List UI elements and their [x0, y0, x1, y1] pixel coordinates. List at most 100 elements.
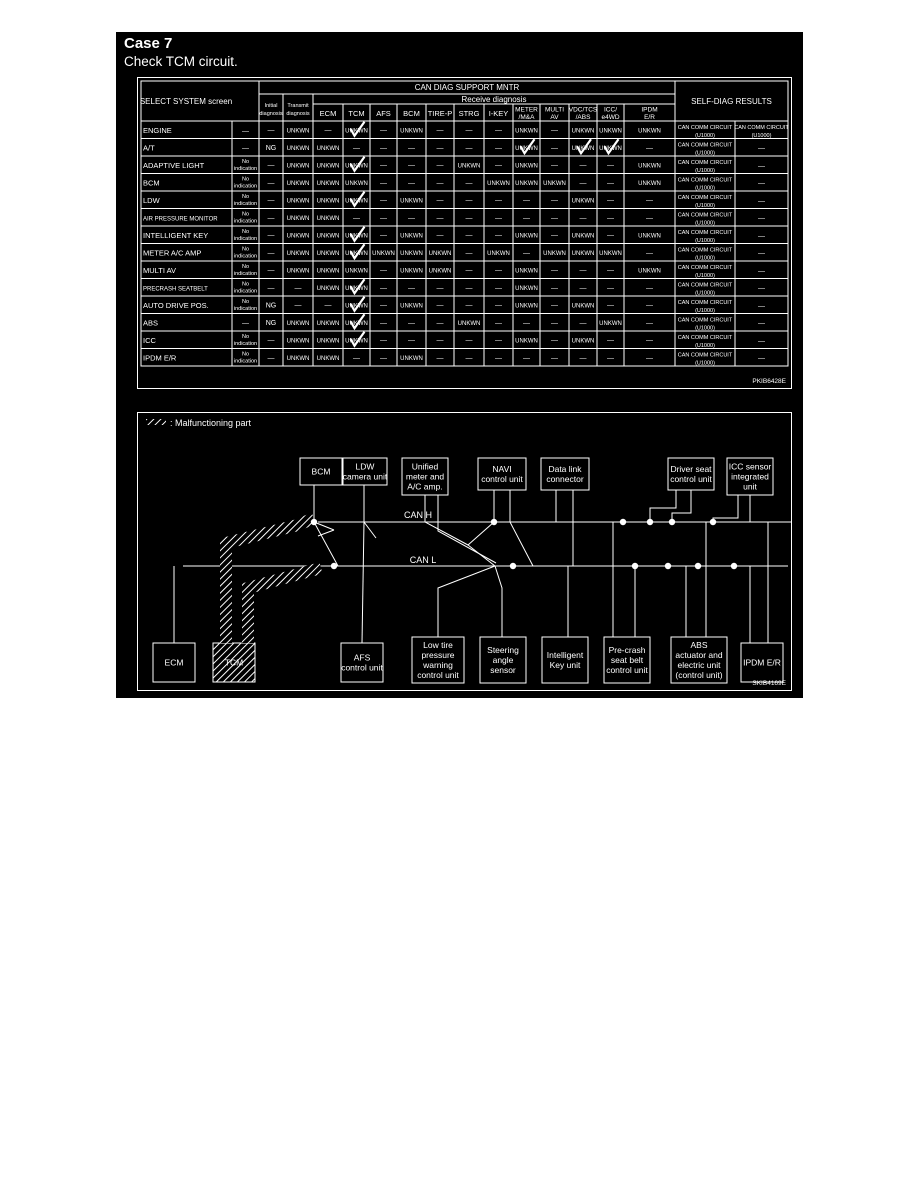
table-cell: UNKWN	[317, 268, 340, 274]
table-cell: —	[466, 285, 473, 292]
row-status: indication	[234, 219, 257, 225]
table-cell: —	[437, 197, 444, 204]
table-cell: UNKWN	[345, 268, 368, 274]
bottom-unit-label: ECM	[165, 657, 184, 667]
table-cell: UNKWN	[515, 268, 538, 274]
self-diag-result: CAN COMM CIRCUIT	[678, 177, 733, 183]
table-cell: UNKWN	[287, 356, 310, 362]
table-cell: —	[466, 337, 473, 344]
bottom-unit-label: Key unit	[550, 660, 581, 670]
table-cell: —	[551, 302, 558, 309]
self-diag-result: CAN COMM CIRCUIT	[678, 212, 733, 218]
junction-dot	[664, 562, 672, 570]
column-header: I-KEY	[489, 109, 509, 118]
table-cell: —	[408, 320, 415, 327]
self-diag-result: —	[758, 338, 765, 345]
table-cell: —	[495, 285, 502, 292]
row-status: indication	[234, 359, 257, 365]
table-cell: —	[466, 355, 473, 362]
table-cell: —	[380, 145, 387, 152]
table-cell: UNKWN	[400, 268, 423, 274]
table-cell: —	[268, 232, 275, 239]
table-cell: —	[646, 355, 653, 362]
table-cell: —	[437, 162, 444, 169]
check-mark	[519, 138, 536, 156]
check-mark	[349, 243, 366, 261]
column-header: diagnosis	[259, 111, 282, 117]
column-header: E/R	[644, 114, 655, 121]
table-cell: —	[466, 145, 473, 152]
table-cell: UNKWN	[317, 233, 340, 239]
junction-dot	[668, 518, 676, 526]
table-cell: UNKWN	[543, 251, 566, 257]
hatch-swatch	[146, 419, 166, 425]
table-cell: UNKWN	[287, 268, 310, 274]
self-diag-result: CAN COMM CIRCUIT	[678, 160, 733, 166]
wire	[424, 495, 469, 546]
self-diag-result: CAN COMM CIRCUIT	[678, 265, 733, 271]
self-diag-result: —	[758, 250, 765, 257]
table-cell: —	[408, 180, 415, 187]
column-header: BCM	[403, 109, 420, 118]
check-mark	[349, 313, 366, 331]
self-diag-result: —	[758, 268, 765, 275]
table-cell: UNKWN	[287, 338, 310, 344]
table-cell: —	[551, 145, 558, 152]
junction-dot	[310, 518, 318, 526]
table-cell: —	[580, 355, 587, 362]
table-cell: —	[437, 302, 444, 309]
self-diag-code: (U1000)	[695, 290, 715, 296]
table-cell: —	[495, 302, 502, 309]
check-mark	[349, 296, 366, 313]
column-header: Initial	[265, 103, 278, 109]
top-unit-label: control unit	[670, 474, 712, 484]
self-diag-result: —	[758, 198, 765, 205]
table-cell: UNKWN	[638, 163, 661, 169]
table-cell: —	[646, 302, 653, 309]
top-unit-label: unit	[743, 481, 757, 491]
table-cell: —	[495, 162, 502, 169]
row-status: indication	[234, 306, 257, 312]
table-cell: UNKWN	[599, 128, 622, 134]
table-cell: UNKWN	[638, 181, 661, 187]
wire	[437, 495, 497, 564]
wire	[467, 490, 496, 567]
table-cell: UNKWN	[572, 198, 595, 204]
self-diag-code: (U1000)	[695, 238, 715, 244]
top-unit-label: BCM	[312, 466, 331, 476]
row-status: —	[242, 128, 249, 135]
table-cell: NG	[266, 302, 277, 309]
table-cell: UNKWN	[287, 163, 310, 169]
table-cell: —	[466, 215, 473, 222]
table-cell: —	[551, 127, 558, 134]
table-cell: —	[551, 337, 558, 344]
table-cell: —	[495, 232, 502, 239]
self-diag-code: (U1000)	[695, 220, 715, 226]
row-name: ADAPTIVE LIGHT	[143, 161, 205, 170]
table-cell: —	[268, 162, 275, 169]
row-status: —	[242, 145, 249, 152]
self-diag-result: —	[758, 180, 765, 187]
column-header: /M&A	[519, 114, 536, 121]
bottom-unit-box	[340, 642, 384, 683]
can-h-label: CAN H	[404, 510, 432, 520]
table-cell: —	[607, 232, 614, 239]
table-cell: UNKWN	[515, 233, 538, 239]
table-cell: —	[466, 197, 473, 204]
table-cell: UNKWN	[317, 338, 340, 344]
bottom-unit-label: Steering	[487, 645, 519, 655]
check-mark	[349, 121, 366, 138]
table-cell: —	[607, 337, 614, 344]
wire	[313, 485, 335, 531]
self-diag-code: (U1000)	[695, 168, 715, 174]
table-cell: UNKWN	[515, 163, 538, 169]
table-cell: —	[380, 232, 387, 239]
junction-dot	[330, 562, 338, 570]
wire	[313, 521, 368, 567]
junction-dot	[694, 562, 702, 570]
check-mark	[576, 138, 592, 156]
tcm-harness-h	[220, 512, 317, 643]
row-status: No	[242, 212, 249, 218]
